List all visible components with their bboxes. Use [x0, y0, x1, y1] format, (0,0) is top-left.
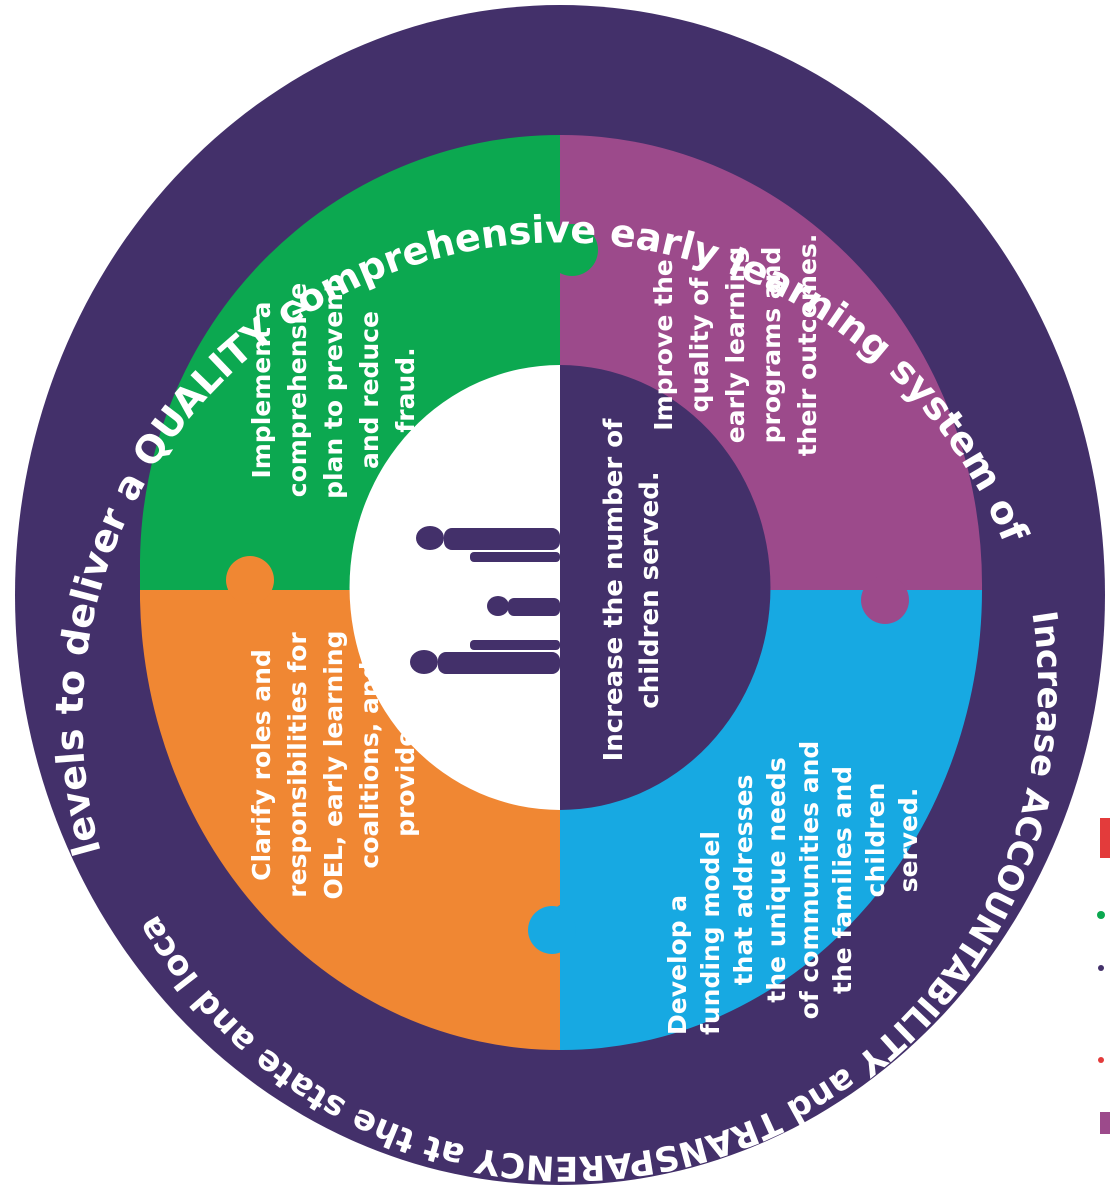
blue-line-3: that addresses	[729, 775, 758, 986]
purple-line-1: Improve the	[649, 259, 678, 430]
blue-line-4: the unique needs	[762, 757, 791, 1002]
center-text-line-2: children served.	[635, 471, 665, 708]
green-line-4: and reduce	[355, 311, 384, 469]
center-text-line-1: Increase the number of	[599, 418, 629, 761]
orange-line-5: providers.	[391, 693, 420, 837]
family-silhouette-icon	[410, 526, 560, 674]
green-line-2: comprehensive	[283, 283, 312, 497]
blue-text-group: Develop a funding model that addresses t…	[663, 741, 923, 1035]
orange-line-3: OEL, early learning	[319, 631, 348, 900]
edge-decoration	[1097, 818, 1110, 1134]
green-line-1: Implement a	[247, 301, 276, 478]
orange-line-2: responsibilities for	[283, 632, 312, 898]
puzzle-knob-purple	[861, 576, 909, 624]
orange-line-4: coalitions, and	[355, 661, 384, 868]
green-line-3: plan to prevent	[319, 281, 348, 499]
purple-line-4: programs and	[757, 247, 786, 444]
blue-line-5: of communities and	[795, 741, 824, 1020]
center-right-half	[560, 365, 771, 810]
puzzle-knob-blue	[528, 906, 576, 954]
green-text-group: Implement a comprehensive plan to preven…	[247, 281, 420, 499]
purple-text-group: Improve the quality of early learning pr…	[649, 234, 822, 457]
green-line-5: fraud.	[391, 347, 420, 432]
center-text-group: Increase the number of children served.	[599, 418, 665, 761]
blue-line-6: the families and	[828, 766, 857, 994]
purple-line-2: quality of	[685, 277, 714, 413]
center-left-half	[349, 365, 560, 810]
blue-line-7: children	[861, 783, 890, 898]
purple-line-3: early learning	[721, 247, 750, 444]
purple-line-5: their outcomes.	[793, 234, 822, 457]
blue-line-2: funding model	[696, 831, 725, 1035]
blue-line-1: Develop a	[663, 895, 692, 1035]
orange-text-group: Clarify roles and responsibilities for O…	[247, 631, 420, 900]
blue-line-8: served.	[894, 788, 923, 893]
orange-line-1: Clarify roles and	[247, 649, 276, 881]
puzzle-knob-green	[546, 224, 598, 276]
center-circle	[349, 365, 771, 810]
puzzle-knob-orange	[226, 556, 274, 604]
